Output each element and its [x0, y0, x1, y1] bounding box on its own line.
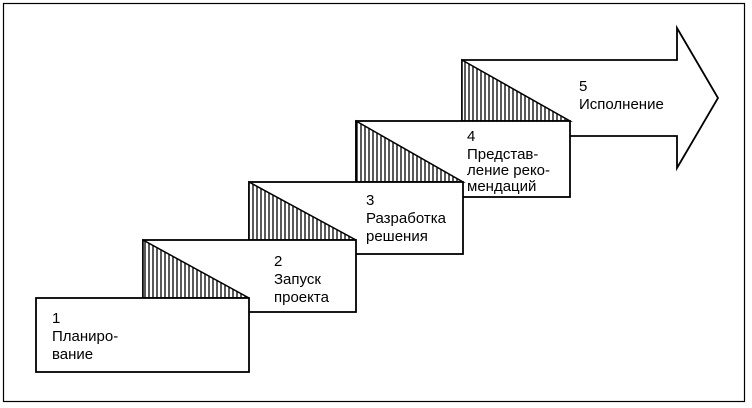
- step-2-label: 2 Запуск проекта: [274, 253, 330, 306]
- figure-frame: [2, 2, 746, 403]
- step-3-number: 3: [366, 192, 374, 209]
- step-1-box: [35, 297, 250, 373]
- step-4-text-line1: Представ-: [467, 146, 538, 163]
- step-1-label: 1 Планиро- вание: [52, 310, 118, 363]
- step-4-label: 4 Представ- ление реко- мендаций: [467, 128, 550, 195]
- step-4-number: 4: [467, 128, 475, 145]
- step-3-text-line2: решения: [366, 228, 428, 245]
- step-3-text-line1: Разработка: [366, 210, 447, 227]
- step-1-number: 1: [52, 310, 60, 327]
- step-5-text-line1: Исполнение: [579, 96, 664, 113]
- step-5-number: 5: [579, 78, 587, 95]
- step-2-number: 2: [274, 253, 282, 270]
- step-1-text-line1: Планиро-: [52, 328, 118, 345]
- step-4-text-line2: ление реко-: [467, 162, 550, 179]
- step-2-text-line2: проекта: [274, 289, 330, 306]
- step-5-label: 5 Исполнение: [579, 78, 664, 113]
- step-4-text-line3: мендаций: [467, 178, 536, 195]
- step-3-label: 3 Разработка решения: [366, 192, 447, 245]
- step-1-text-line2: вание: [52, 346, 93, 363]
- step-2-text-line1: Запуск: [274, 271, 321, 288]
